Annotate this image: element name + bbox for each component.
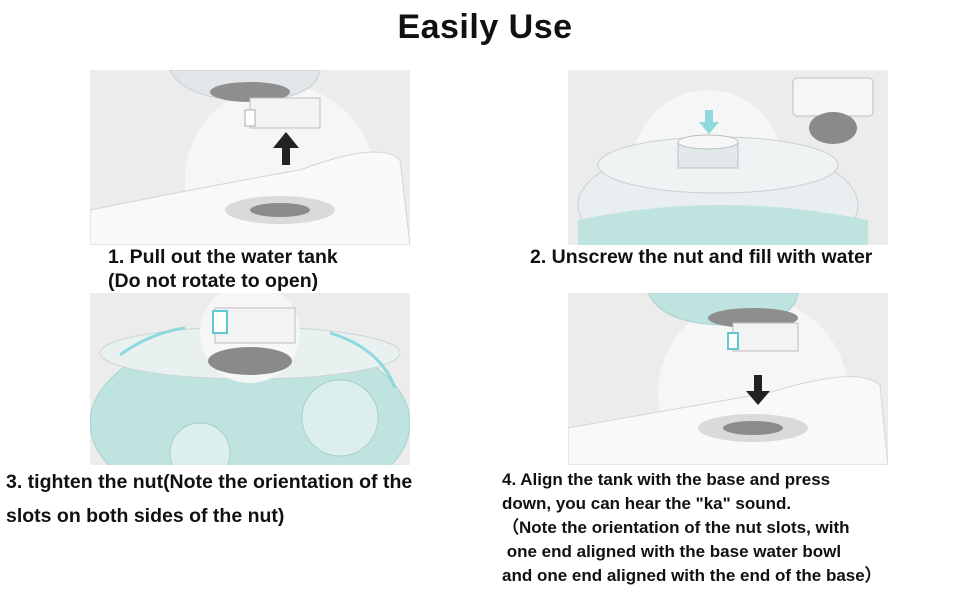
caption-line: （Note the orientation of the nut slots, … (502, 518, 850, 537)
step-1-caption: 1. Pull out the water tank (Do not rotat… (108, 245, 338, 293)
step-2-caption: 2. Unscrew the nut and fill with water (530, 245, 872, 269)
caption-line: down, you can hear the "ka" sound. (502, 494, 792, 513)
page-title: Easily Use (397, 8, 573, 46)
step-3-caption: 3. tighten the nut(Note the orientation … (6, 465, 412, 533)
caption-line: one end aligned with the base water bowl (502, 542, 842, 561)
caption-line: and one end aligned with the end of the … (502, 566, 882, 585)
step-4-image (568, 293, 888, 465)
caption-line: 4. Align the tank with the base and pres… (502, 470, 831, 489)
step-1-image (90, 70, 410, 245)
step-4-caption: 4. Align the tank with the base and pres… (502, 468, 882, 588)
step-2-image (568, 70, 888, 245)
caption-line: 2. Unscrew the nut and fill with water (530, 246, 873, 268)
caption-line: 1. Pull out the water tank (108, 246, 338, 268)
caption-line: (Do not rotate to open) (108, 270, 319, 292)
step-3-image (90, 293, 410, 465)
caption-line: 3. tighten the nut(Note the orientation … (6, 471, 413, 493)
caption-line: slots on both sides of the nut) (6, 505, 285, 527)
